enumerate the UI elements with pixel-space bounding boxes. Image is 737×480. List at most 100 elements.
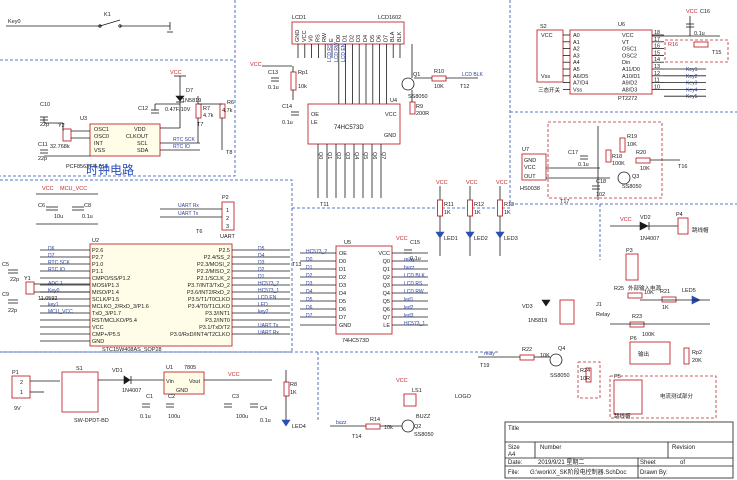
lcd-tp11: T11 <box>320 202 329 208</box>
rp2-ref: Rp2 <box>692 350 702 356</box>
p1-ref: P1 <box>12 370 19 376</box>
u5-latch-body <box>335 245 393 335</box>
u6-pin-8: Vss <box>573 87 582 93</box>
u5-pin-l2: D1 <box>339 267 346 273</box>
p1-pin1: 1 <box>20 390 23 396</box>
u2-net-r6: HC573_1 <box>258 288 279 294</box>
net-label-key0: Key0 <box>8 19 21 25</box>
p4-jumper <box>677 217 689 235</box>
led-ref-0: LED1 <box>444 236 458 242</box>
p6-output-header <box>629 341 671 365</box>
u6-pin-num-3: 15 <box>654 50 660 56</box>
u5-net-l5: D4 <box>306 289 313 295</box>
c13-val: 0.1u <box>268 85 279 91</box>
y1-ref: Y1 <box>24 276 31 282</box>
r6-ref: R6 <box>227 100 234 106</box>
uart-section: VCC MCU_VCC C6 10u C8 0.1u P2 UART 1 2 3… <box>36 186 236 240</box>
vd1-ref: VD1 <box>112 368 123 374</box>
u4-pin-q6: Q6 <box>371 152 377 159</box>
u2-pin-l6: MISO/P1.4 <box>92 290 119 296</box>
vd3-part: 1N5819 <box>528 318 547 324</box>
y1-val: 11.0592 <box>38 296 57 302</box>
u2-net-l2: RTC SCK <box>48 260 71 266</box>
u6-pin-r3: OSC2 <box>622 53 637 59</box>
r20-val: 10K <box>640 166 650 172</box>
lcd-pin-vcc: VCC <box>302 30 308 42</box>
u5-tp13: T13 <box>292 262 301 268</box>
u6-pin-r6: A10/D1 <box>622 74 640 80</box>
d7-diode <box>175 95 185 102</box>
c5-ref: C5 <box>2 262 9 268</box>
u6-pin-num-0: 18 <box>654 30 660 36</box>
u2-pin-l1: P2.7 <box>92 255 103 261</box>
u5-pin-r0: VCC <box>378 251 390 257</box>
u4-pin-q2: Q2 <box>335 152 341 159</box>
lcd-blk-net: LCD BLK <box>462 72 484 78</box>
u6-ref: U6 <box>618 22 625 28</box>
s2-switch-body <box>536 29 564 83</box>
u6-pin-5: A5 <box>573 67 580 73</box>
u5-pin-l3: D2 <box>339 275 346 281</box>
u7-receiver-body <box>521 153 547 181</box>
r19-val: 10K <box>627 142 637 148</box>
q1-transistor <box>401 77 415 91</box>
u1-pin-vin: Vin <box>166 379 174 385</box>
c14-val: 0.1u <box>282 120 293 126</box>
tb-size-label: Size <box>508 445 520 451</box>
r7-resistor <box>195 103 202 119</box>
u4-pin-q0: Q0 <box>317 152 323 159</box>
lcd-pin-d5: D5 <box>370 35 376 42</box>
u5-net-l1: D0 <box>306 257 313 263</box>
u2-net-l9: MCU_VCC <box>48 309 73 315</box>
u5-net-r7: led3 <box>404 313 414 319</box>
led-vcc-0: VCC <box>436 180 448 186</box>
lcd-pin-rs: RS <box>315 34 321 42</box>
u6-pin-6: A6/D5 <box>573 74 588 80</box>
led-ref-1: LED2 <box>474 236 488 242</box>
r8-val: 1K <box>290 390 297 396</box>
r18-ref: R18 <box>612 154 622 160</box>
u5-pin-r4: Q3 <box>383 283 390 289</box>
u5-pin-r7: Q6 <box>383 307 390 313</box>
lcd-pin-blk: BLK <box>397 31 403 42</box>
s2-label: 三态开关 <box>538 86 561 94</box>
r6-val: 4.7k <box>222 108 233 114</box>
lcd-pin-d6: D6 <box>377 35 383 42</box>
led-r-val-1: 1K <box>474 210 481 216</box>
tb-date-val: 2019/9/21 星期二 <box>538 458 584 466</box>
led-resistor-1 <box>467 199 473 217</box>
rtc-pin-vdd: VDD <box>134 127 146 133</box>
c6-ref: C6 <box>38 203 45 209</box>
u5-pin-r1: Q0 <box>383 259 390 265</box>
uart-tp6: T6 <box>196 229 202 235</box>
u6-pin-r2: OSC1 <box>622 47 637 53</box>
u2-pin-r10: P3.2/INT0 <box>205 318 230 324</box>
u2-net-r1: D4 <box>258 253 265 259</box>
rtc-part: PCF8563T/5,518 <box>66 164 108 170</box>
c17-val: 0.1u <box>578 162 589 168</box>
u2-pin-r9: P3.3/INT1 <box>205 311 230 317</box>
ir-receiver-section: U7 GND VCC OUT HS0038 R19 10K R18 100K R… <box>520 121 687 205</box>
psu-vcc: VCC <box>228 372 240 378</box>
r7-val: 4.7k <box>203 113 214 119</box>
ph-vcc: VCC <box>42 186 54 192</box>
led-diode-1 <box>465 231 475 239</box>
u4-pin-q5: Q5 <box>362 152 368 159</box>
led-r-ref-2: R13 <box>504 202 514 208</box>
lcd-pin-d7: D7 <box>383 35 389 42</box>
title-block: Title Size A4 Number Revision Date: 2019… <box>504 421 734 479</box>
c15-ref: C15 <box>410 240 420 246</box>
psu-section: P1 2 1 9V S1 SW-DPDT-BD VD1 1N4007 U1 78… <box>11 365 306 430</box>
u6-pin-0: A0 <box>573 33 580 39</box>
u5-pin-r5: Q4 <box>383 291 390 297</box>
u5-pin-l0: OE <box>339 251 347 257</box>
u7-pin-vcc: VCC <box>524 165 536 171</box>
u6-pin-r0: VCC <box>622 33 634 39</box>
u5-net-r8: HC573_1 <box>404 321 425 327</box>
u7-ref: U7 <box>522 147 529 153</box>
